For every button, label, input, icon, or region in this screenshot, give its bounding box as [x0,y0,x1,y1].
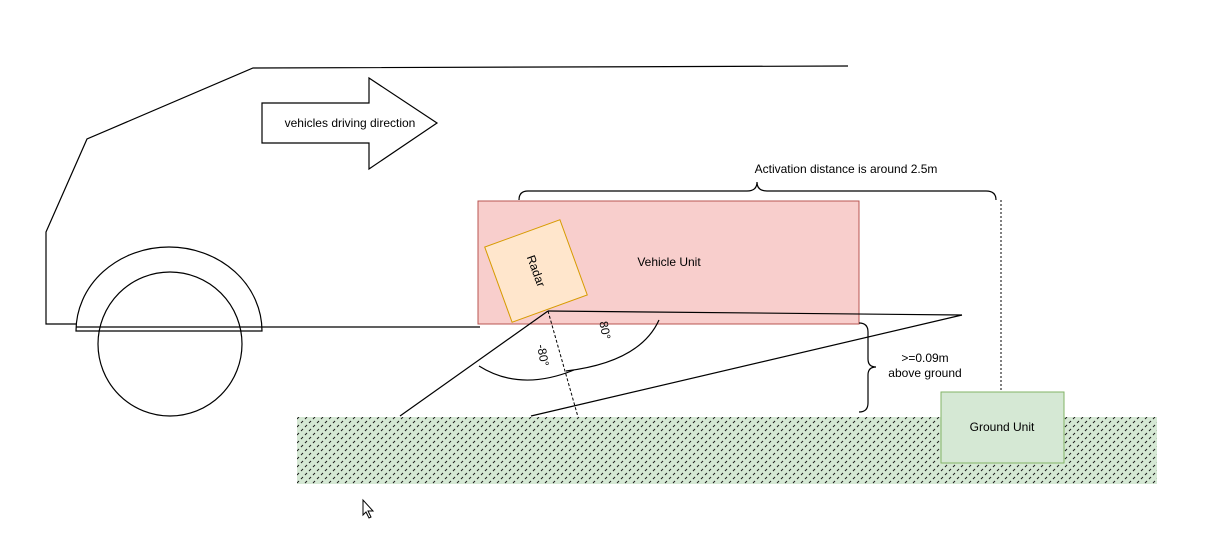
angle-arc-positive [565,319,660,372]
driving-direction-arrow [261,76,439,171]
wheel-arch [75,246,263,332]
activation-distance-label: Activation distance is around 2.5m [755,162,938,176]
ground-unit-label: Ground Unit [970,420,1035,434]
beam-down-left-line [399,310,549,417]
vehicle-unit-label: Vehicle Unit [637,255,701,269]
angle-positive-label: 80° [596,320,613,341]
angle-arc-negative [478,365,575,381]
ground-unit [940,391,1065,464]
height-label-line1: >=0.09m [901,351,948,365]
beam-lower-line [530,314,963,417]
radar: Radar [484,219,588,323]
mouse-pointer-icon [362,498,375,519]
direction-label: vehicles driving direction [285,116,416,130]
radar-axis-dashed [547,310,579,418]
radar-body [484,219,588,323]
height-brace [858,322,877,413]
height-label-line2: above ground [888,366,961,380]
beam-upper-line [547,310,963,316]
angle-negative-label: -80° [534,343,552,367]
vehicle-body-outline [45,65,849,325]
wheel [97,271,243,417]
activation-distance-brace [518,181,997,201]
